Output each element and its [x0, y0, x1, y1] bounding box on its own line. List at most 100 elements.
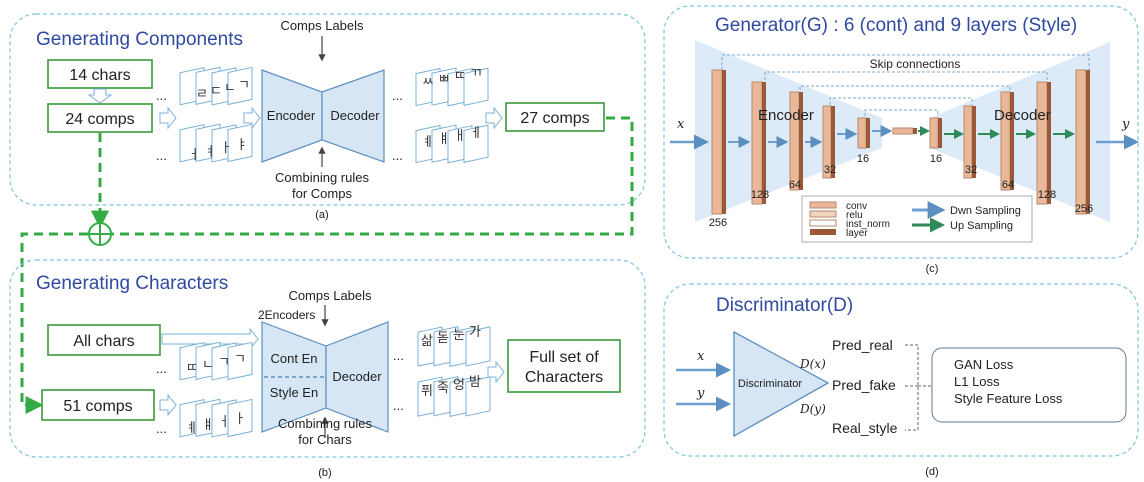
glyph-char: ㅒ: [438, 132, 450, 147]
glyph-char: 돋: [437, 331, 449, 346]
output-cards-top-b: 삶 돋 눈 가: [417, 325, 491, 367]
glyph-char: ㅆ: [422, 75, 434, 90]
decoder-shape: [321, 69, 385, 163]
panel-b: Generating Characters All chars 51 comps…: [9, 259, 646, 479]
right-hollow-arrow: [159, 106, 177, 130]
encoder-label: Encoder: [267, 108, 316, 123]
size-label: 16: [857, 153, 869, 165]
panel-d-border: [663, 283, 1139, 457]
decoder-blocks: [929, 69, 1090, 215]
output-cards-top-a: ㅆ ㅃ ㄸ ㄲ: [415, 66, 489, 107]
right-hollow-arrow: [159, 393, 177, 417]
panel-c-border: [663, 5, 1139, 259]
ellipsis: ...: [392, 88, 403, 103]
combining-rules-line2: for Comps: [292, 186, 352, 201]
glyph-char: ㅕ: [204, 145, 216, 160]
panel-a: Generating Components 14 chars 24 comps …: [9, 13, 646, 221]
glyph-char: ㄱ: [234, 352, 246, 367]
size-label: 32: [965, 164, 977, 176]
ellipsis: ...: [156, 421, 167, 436]
y-label-c: y: [1121, 117, 1130, 132]
glyph-card: [465, 326, 491, 367]
glyph-card: [463, 124, 489, 163]
combining-rules-b-line1: Combining rules: [278, 416, 372, 431]
panel-c: Generator(G) : 6 (cont) and 9 layers (St…: [663, 5, 1139, 275]
glyph-card: [463, 67, 489, 106]
green-dash-to-51: [20, 232, 88, 414]
dx-label: D(x): [799, 357, 826, 371]
ellipsis: ...: [156, 148, 167, 163]
glyph-card: [227, 398, 253, 438]
size-label: 64: [1002, 179, 1014, 191]
glyph-char: ㅑ: [236, 138, 248, 153]
legend-relu-swatch: [809, 210, 837, 218]
legend-inst: inst_norm: [846, 219, 890, 230]
box-51comps-label: 51 comps: [63, 398, 132, 415]
glyph-char: ㅔ: [470, 126, 482, 141]
output-cards-bottom-a: ㅖ ㅒ ㅐ ㅔ: [415, 124, 489, 164]
glyph-char: 죽: [437, 381, 449, 396]
box-14chars: [47, 59, 153, 89]
panel-b-border: [9, 259, 646, 458]
glyph-char: 가: [469, 325, 481, 340]
loss-style: Style Feature Loss: [954, 391, 1063, 406]
real-style: Real_style: [832, 420, 898, 436]
green-connectors: [20, 116, 634, 414]
ellipsis: ...: [393, 348, 404, 363]
legend-box: [801, 195, 1033, 243]
comps-labels-b: Comps Labels: [288, 288, 372, 303]
glyph-char: 엉: [453, 378, 465, 393]
input-cards-top-b: ㄸ ㄴ ㄱ ㄱ: [179, 341, 253, 381]
panel-b-title: Generating Characters: [36, 273, 228, 294]
panel-d-title: Discriminator(D): [716, 295, 853, 316]
disc-label: Discriminator: [738, 378, 803, 390]
panel-a-title: Generating Components: [36, 29, 243, 50]
combining-rules-b-line2: for Chars: [298, 432, 352, 447]
caption-b: (b): [318, 467, 331, 479]
disc-y-label: y: [696, 386, 705, 401]
glyph-char: ㄲ: [470, 66, 482, 81]
box-full-set: [507, 339, 621, 393]
glyph-char: ㄸ: [454, 69, 466, 84]
skip-lines: [721, 54, 1090, 116]
output-cards-bottom-b: 퓌 죽 엉 밤: [417, 375, 491, 417]
discriminator-triangle: [733, 330, 830, 438]
panel-d: Discriminator(D) x y Discriminator D(x) …: [663, 283, 1139, 478]
box-24comps-label: 24 comps: [65, 111, 134, 128]
down-arrows: [728, 125, 893, 148]
legend-relu: relu: [846, 210, 863, 221]
legend-c: conv relu inst_norm layer Dwn Sampling U…: [801, 195, 1033, 243]
box-24comps: [47, 103, 153, 133]
decoder-label: Decoder: [330, 108, 380, 123]
box-full-line1: Full set of: [529, 349, 599, 366]
glyph-char: 눈: [453, 328, 465, 343]
size-label: 128: [751, 189, 769, 201]
glyph-char: ㅏ: [220, 141, 232, 156]
ellipsis: ...: [392, 148, 403, 163]
encoder-blocks: [711, 69, 917, 215]
decoder-bg: [930, 42, 1110, 222]
glyph-char: ㅓ: [218, 415, 230, 430]
size-label: 256: [1075, 203, 1093, 215]
combining-rules-line1: Combining rules: [275, 170, 369, 185]
glyph-char: ㅏ: [234, 412, 246, 427]
pred-real: Pred_real: [832, 337, 893, 353]
glyph-card: [227, 123, 253, 163]
size-label: 128: [1038, 189, 1056, 201]
glyph-char: 퓌: [421, 384, 433, 399]
decoder-label-b: Decoder: [332, 369, 382, 384]
box-full-line2: Characters: [525, 369, 603, 386]
cont-en-label: Cont En: [271, 351, 318, 366]
pred-fake: Pred_fake: [832, 377, 896, 393]
disc-x-label: x: [697, 349, 705, 364]
right-hollow-arrow: [243, 106, 261, 130]
glyph-char: ㅖ: [422, 135, 434, 150]
glyph-char: ㄱ: [238, 78, 250, 93]
right-hollow-arrow: [487, 360, 505, 384]
legend-conv-swatch: [809, 201, 837, 209]
panel-a-border: [9, 13, 646, 206]
size-label: 256: [709, 217, 727, 229]
ellipsis: ...: [156, 88, 167, 103]
box-allchars: [47, 324, 161, 356]
